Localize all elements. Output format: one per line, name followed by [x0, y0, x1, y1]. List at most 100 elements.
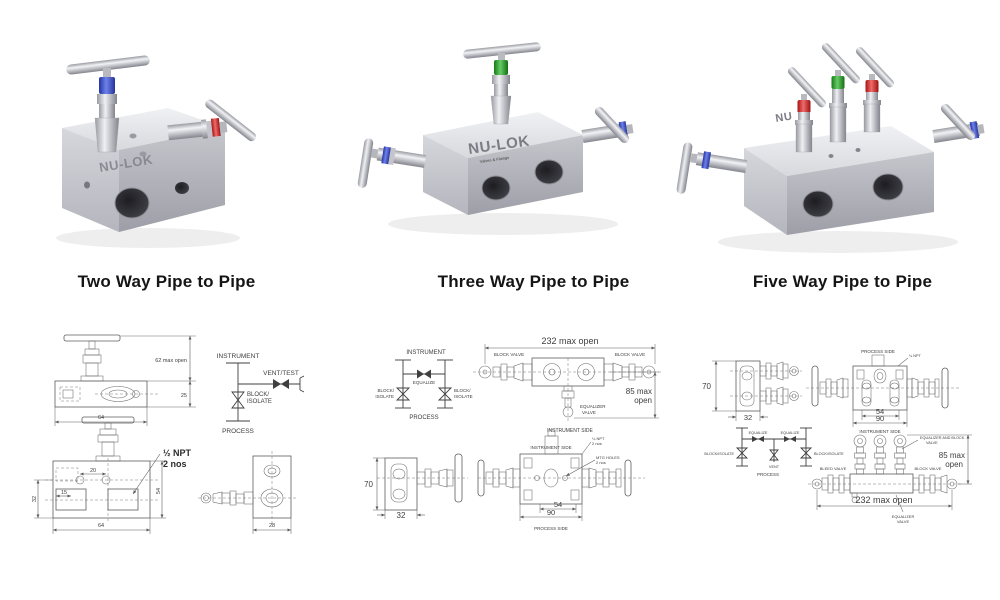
schematic-block-label-2: ISOLATE: [247, 399, 272, 405]
two-way-drawing: 62 max open 25 64 INSTRUMENT VENT/TEST: [32, 334, 305, 534]
schematic-vent-label: VENT: [769, 465, 780, 469]
three-way-front-view: INSTRUMENT SIDE ¼ NPT 2 nos MTG HOLES 2 …: [477, 429, 645, 531]
dim-64-front: 64: [98, 523, 104, 529]
top-hole: [828, 154, 834, 158]
title-three-way: Three Way Pipe to Pipe: [437, 272, 630, 291]
brand-engraving: NU: [775, 110, 794, 125]
block-valve-symbol: [735, 447, 749, 454]
two-way-side-view: 62 max open 25 64: [54, 334, 196, 426]
t-bar-handle: [821, 43, 860, 84]
title-five-way: Five Way Pipe to Pipe: [752, 272, 933, 291]
schematic-equalize-left: EQUALIZE: [749, 431, 768, 435]
dim-232-max-open: 232 max open: [541, 336, 598, 346]
left-valve: [676, 142, 748, 194]
five-way-front-view: PROCESS SIDE ¼ NPT: [806, 349, 961, 434]
manifold-block: [744, 126, 934, 235]
three-way-drawing: INSTRUMENT EQUALIZE BLOCK/ ISOLATE BLOCK…: [364, 336, 663, 531]
t-bar-handle: [205, 99, 257, 142]
npt-note-2: 2 nos: [592, 441, 602, 446]
dim-70: 70: [364, 480, 373, 489]
npt-note-1: ¼ NPT: [592, 436, 605, 441]
drawing-two-way: 62 max open 25 64 INSTRUMENT VENT/TEST: [0, 308, 333, 600]
schematic-process-label: PROCESS: [222, 428, 254, 435]
instrument-side-label: INSTRUMENT SIDE: [547, 428, 593, 434]
dim-70: 70: [702, 382, 711, 391]
schematic-block-label-1: BLOCK/: [247, 392, 269, 398]
top-hole: [129, 133, 137, 139]
small-port: [175, 182, 189, 194]
dim-54: 54: [876, 407, 884, 416]
equalizer-and-block-label-1: EQUALIZER AND BLOCK: [920, 436, 965, 440]
side-valve: [167, 99, 257, 142]
dim-62-max-open: 62 max open: [155, 358, 187, 364]
npt-note: ¼ NPT: [909, 354, 921, 358]
block-valve-symbol: [231, 391, 245, 401]
mtg-note-2: 2 nos: [596, 460, 606, 465]
left-valve: [357, 138, 427, 188]
equalizer-and-block-label-2: VALVE: [926, 441, 938, 445]
dim-54: 54: [554, 500, 562, 509]
dim-85-open: open: [945, 460, 963, 469]
port: [802, 190, 834, 218]
block-valve-label-right: BLOCK VALVE: [615, 352, 645, 357]
dim-90: 90: [876, 414, 884, 423]
three-way-side-view: 70 32: [364, 453, 468, 520]
equalize-valve-symbol: [417, 369, 424, 379]
drawing-three-way: INSTRUMENT EQUALIZE BLOCK/ ISOLATE BLOCK…: [333, 308, 666, 600]
dim-54: 54: [156, 488, 162, 494]
front-hole: [84, 181, 90, 189]
top-valve-green: [821, 43, 860, 143]
vent-valve-symbol: [273, 379, 281, 389]
schematic-equalize-label: EQUALIZE: [413, 380, 435, 385]
product-image-three-way: NU-LOK Valves & Fittings: [333, 0, 666, 270]
valve-stems: [854, 446, 906, 475]
two-way-flow-schematic: INSTRUMENT VENT/TEST BLOCK/ ISOLATE PROC…: [217, 353, 305, 435]
schematic-instrument-label: INSTRUMENT: [217, 353, 260, 360]
technical-drawings-row: 62 max open 25 64 INSTRUMENT VENT/TEST: [0, 308, 1000, 600]
process-side-label: PROCESS SIDE: [861, 349, 895, 354]
green-handle-cap: [831, 76, 845, 89]
three-way-flow-schematic: INSTRUMENT EQUALIZE BLOCK/ ISOLATE BLOCK…: [375, 350, 472, 421]
blue-handle-cap: [99, 77, 115, 94]
t-bar-handle: [787, 67, 826, 108]
schematic-process-label: PROCESS: [409, 415, 438, 421]
five-way-bottom-view: BLEED VALVE BLOCK VALVE EQUALIZER AND BL…: [808, 434, 972, 524]
block-valve-label-left: BLOCK VALVE: [494, 352, 524, 357]
t-bar-handle: [357, 138, 374, 188]
t-bar-handle: [463, 42, 541, 59]
schematic-equalize-right: EQUALIZE: [781, 431, 800, 435]
dim-15: 15: [61, 490, 67, 496]
center-valve: [463, 42, 541, 125]
red-band: [210, 117, 221, 137]
t-bar-handle: [676, 142, 693, 194]
three-way-top-view: 232 max open BLOCK VALVE BLOCK VALVE: [473, 336, 663, 434]
npt-qty-note: 2 nos: [163, 459, 187, 469]
vertical-valve: [66, 55, 150, 153]
equalize-valve-symbol: [752, 436, 758, 442]
t-bar-handle: [594, 106, 630, 144]
five-way-side-view: 70 32: [702, 360, 802, 422]
product-images-row: NU-LOK: [0, 0, 1000, 270]
schematic-instrument-label: INSTRUMENT: [406, 350, 446, 356]
three-way-manifold-render: NU-LOK Valves & Fittings: [357, 42, 634, 235]
top-hole: [855, 148, 861, 152]
product-image-five-way: NU: [666, 0, 1000, 270]
shadow: [388, 213, 618, 235]
instrument-side-label: INSTRUMENT SIDE: [859, 429, 900, 434]
npt-note: ½ NPT: [163, 448, 192, 458]
dim-32: 32: [744, 413, 752, 422]
dim-85-max: 85 max: [939, 451, 965, 460]
two-way-manifold-render: NU-LOK: [56, 55, 257, 248]
schematic-block-right-2: ISOLATE: [454, 394, 473, 399]
dim-32: 32: [397, 511, 406, 520]
schematic-process-label: PROCESS: [757, 472, 779, 477]
five-way-drawing: 70 32 PROCESS SIDE: [702, 349, 972, 524]
vent-valve-symbol: [769, 449, 779, 456]
mtg-note-1: MTG HOLES: [596, 455, 620, 460]
dim-232-max-open: 232 max open: [855, 495, 912, 505]
dim-64-top: 64: [98, 415, 104, 421]
schematic-block-right-1: BLOCK/: [454, 388, 471, 393]
dim-20: 20: [90, 468, 96, 474]
main-port: [114, 187, 150, 219]
